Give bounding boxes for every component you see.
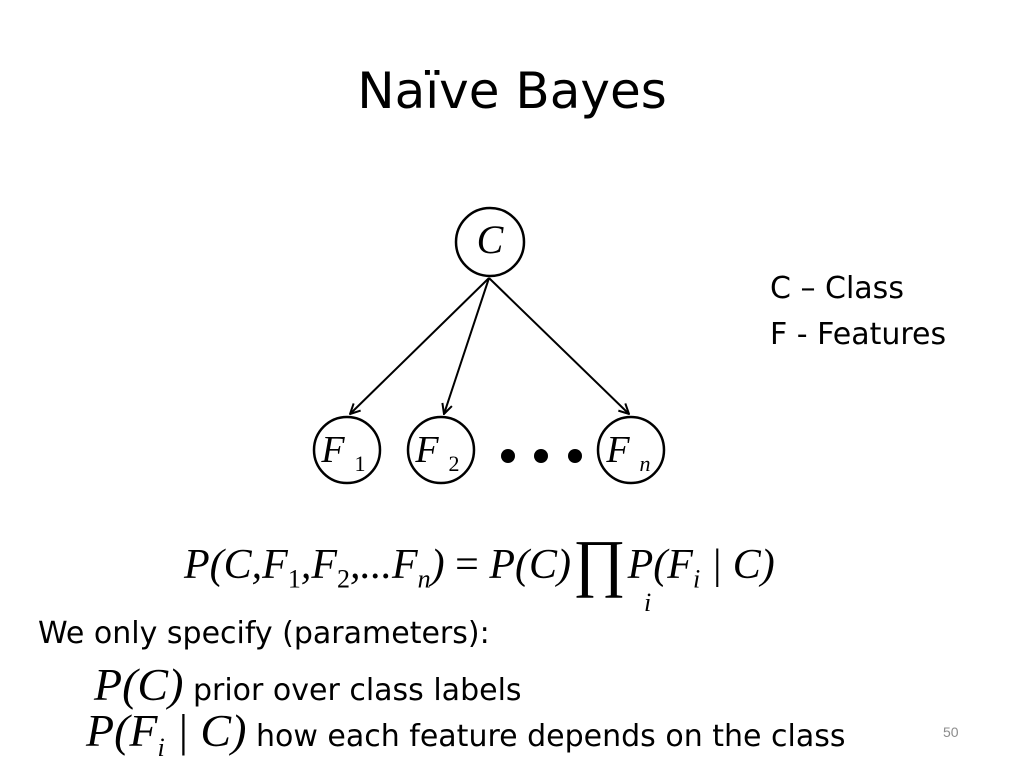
formula-lhs-close: ) xyxy=(430,542,445,588)
legend: C – Class F - Features xyxy=(770,266,946,358)
node-f1: F 1 xyxy=(312,415,382,485)
legend-features: F - Features xyxy=(770,317,947,352)
product-symbol: ∏ xyxy=(572,527,626,598)
node-fn-label: F xyxy=(605,429,630,471)
formula-rhs-close: | C) xyxy=(700,542,775,588)
param-likelihood-description: how each feature depends on the class xyxy=(255,719,846,754)
formula-subn: n xyxy=(417,564,431,594)
node-f1-sub: 1 xyxy=(355,451,366,476)
node-fn-sub: n xyxy=(640,451,651,476)
edge-c-f2 xyxy=(444,277,490,414)
slide-title: Naïve Bayes xyxy=(357,62,667,120)
node-c-label: C xyxy=(477,217,505,262)
node-f2-label: F xyxy=(414,429,439,471)
edge-c-f1 xyxy=(350,277,490,414)
node-f1-label: F xyxy=(320,429,345,471)
formula-sub2: 2 xyxy=(336,564,350,594)
formula-rhs-open: P(F xyxy=(627,542,693,588)
node-fn: F n xyxy=(596,415,666,485)
ellipsis-dots xyxy=(501,449,582,463)
formula-equals: = xyxy=(444,542,490,588)
formula-rhs-pc: P(C) xyxy=(489,542,571,588)
formula-mid2: ,...F xyxy=(349,542,418,588)
node-f2-sub: 2 xyxy=(449,451,460,476)
specify-text: We only specify (parameters): xyxy=(38,616,490,651)
param-likelihood: P(Fi | C) how each feature depends on th… xyxy=(86,704,846,763)
formula-rhs-sub: i xyxy=(692,564,701,594)
param-likelihood-symbol: P(Fi | C) xyxy=(86,705,247,763)
param-prior: P(C) prior over class labels xyxy=(94,658,522,711)
formula-sub1: 1 xyxy=(287,564,301,594)
edge-c-fn xyxy=(488,277,629,414)
node-c: C xyxy=(454,206,526,278)
param-prior-description: prior over class labels xyxy=(192,673,522,708)
product-index: i xyxy=(644,588,652,617)
formula-lhs-prefix: P(C,F xyxy=(184,542,288,588)
param-prior-symbol: P(C) xyxy=(94,659,184,710)
node-f2: F 2 xyxy=(406,415,476,485)
joint-probability-formula: P(C,F1,F2,...Fn) = P(C)∏P(Fi | C) xyxy=(184,520,775,598)
legend-class: C – Class xyxy=(770,271,904,306)
formula-mid1: ,F xyxy=(300,542,337,588)
page-number: 50 xyxy=(943,724,959,740)
